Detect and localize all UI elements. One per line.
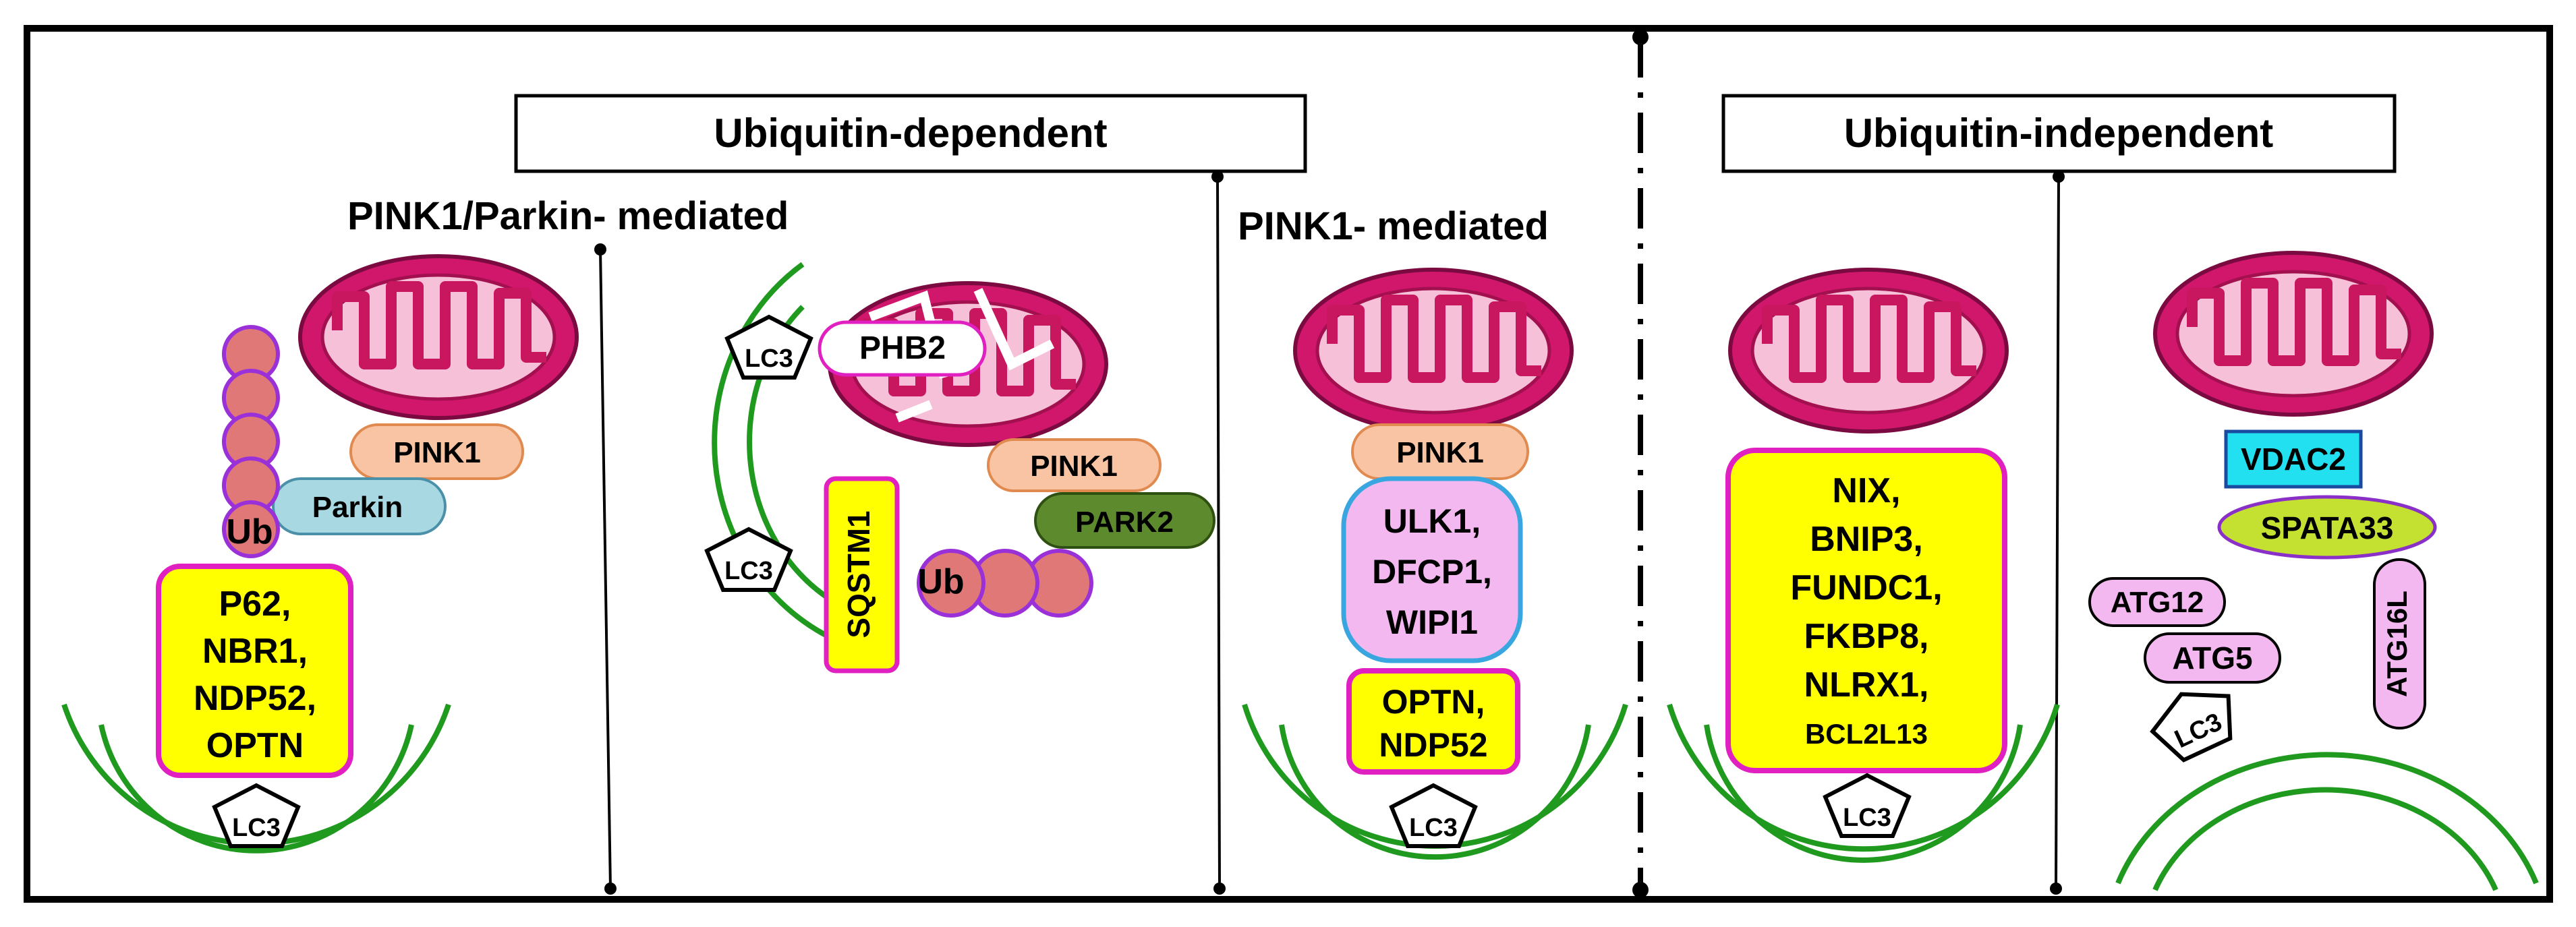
parkin-label: Parkin	[312, 491, 403, 524]
ulk1-complex	[1341, 476, 1523, 663]
atg12-label: ATG12	[2111, 586, 2204, 619]
subtitle-pink1: PINK1- mediated	[1238, 204, 1549, 248]
circle-icon	[917, 549, 985, 618]
mitochondrion-icon	[1730, 270, 2007, 431]
ub-label-2: Ub	[917, 562, 964, 601]
atg5-protein	[2144, 632, 2281, 684]
vdac2-protein	[2224, 429, 2363, 489]
receptor-0: P62,	[219, 585, 291, 624]
panel-divider-1	[599, 249, 612, 889]
spata33-protein	[2217, 495, 2437, 560]
subtitle-pink1-parkin: PINK1/Parkin- mediated	[347, 194, 789, 238]
receptor-1: NBR1,	[202, 632, 308, 671]
pink1-protein	[349, 423, 524, 480]
double-arc-icon	[2152, 787, 2498, 891]
header-box-dependent	[514, 94, 1307, 173]
pink1-protein	[987, 438, 1162, 492]
double-arc-icon	[712, 262, 878, 657]
receptor-3-1: NDP52	[1379, 726, 1487, 764]
sqstm1-receptor	[824, 476, 900, 674]
panel-pink1-parkin-receptor: LC3 PHB2 PINK1 PARK2 LC3 SQSTM1 Ub	[707, 262, 1215, 674]
atg16l-label: ATG16L	[2381, 591, 2413, 697]
atg16l-protein	[2373, 558, 2426, 729]
vdac2-label: VDAC2	[2241, 442, 2346, 477]
receptor-3-0: OPTN,	[1382, 683, 1485, 721]
panel-pink1-parkin: PINK1 Parkin Ub P62, NBR1, NDP52, OPTN L…	[61, 256, 577, 854]
lc3-label: LC3	[232, 814, 281, 842]
ub-label: Ub	[226, 512, 273, 551]
divider-dot-bottom	[1632, 882, 1649, 898]
pink1-label-2: PINK1	[1030, 450, 1118, 483]
receptor-3: OPTN	[206, 726, 304, 765]
receptor-4-5: BCL2L13	[1805, 718, 1928, 750]
header-box-independent	[1721, 94, 2397, 173]
double-arc-icon	[1667, 703, 2060, 852]
lc3-top-label: LC3	[745, 345, 793, 373]
pink1-label: PINK1	[393, 436, 481, 469]
header-ubiquitin-dependent: Ubiquitin-dependent	[714, 111, 1107, 156]
receptor-box	[1725, 448, 2007, 773]
receptor-4-1: BNIP3,	[1810, 520, 1923, 559]
divider-dot-top	[1632, 29, 1649, 45]
receptor-box	[1346, 668, 1520, 775]
mitochondrion-icon	[300, 256, 577, 418]
double-arc-icon	[1704, 724, 2023, 863]
ubiquitin-chain-2	[917, 549, 1093, 618]
ubiquitin-chain	[222, 325, 280, 558]
circle-icon	[222, 500, 280, 558]
complex-1: DFCP1,	[1372, 553, 1492, 591]
atg12-protein	[2088, 577, 2226, 627]
lc3-label-3: LC3	[1409, 814, 1458, 842]
pentagon-icon: LC3	[2150, 692, 2233, 762]
panel-pink1-mediated: PINK1 ULK1, DFCP1, WIPI1 OPTN, NDP52 LC3	[1242, 270, 1628, 860]
lc3-label-4: LC3	[1843, 804, 1891, 832]
spata33-label: SPATA33	[2261, 510, 2394, 545]
panel-divider-2	[1216, 176, 1221, 889]
lc3-bottom-label: LC3	[724, 557, 773, 585]
sqstm1-label: SQSTM1	[841, 510, 876, 638]
pink1-label-3: PINK1	[1396, 436, 1484, 469]
complex-0: ULK1,	[1383, 502, 1481, 540]
receptor-box	[156, 564, 353, 778]
header-ubiquitin-independent: Ubiquitin-independent	[1844, 111, 2274, 156]
receptor-4-2: FUNDC1,	[1790, 568, 1942, 607]
phb2-label: PHB2	[859, 330, 946, 366]
double-arc-icon	[2115, 752, 2539, 885]
mitochondrion-icon	[2155, 253, 2432, 415]
parkin-protein	[272, 477, 447, 535]
outer-frame	[24, 25, 2553, 903]
park2-protein	[1034, 492, 1215, 549]
atg5-label: ATG5	[2172, 640, 2252, 676]
phb2-protein	[818, 320, 987, 377]
receptor-4-3: FKBP8,	[1804, 617, 1929, 656]
panel-divider-3	[2055, 176, 2060, 889]
panel-lipid-mediated: VDAC2 SPATA33 ATG12 ATG5 ATG16L LC3	[2088, 253, 2539, 891]
receptor-2: NDP52,	[194, 679, 316, 718]
double-arc-icon	[98, 724, 414, 854]
park2-label: PARK2	[1075, 506, 1174, 539]
mitochondrion-icon	[1295, 270, 1572, 431]
panel-receptor-mediated: NIX, BNIP3, FUNDC1, FKBP8, NLRX1, BCL2L1…	[1667, 270, 2060, 863]
complex-2: WIPI1	[1386, 603, 1478, 641]
receptor-4-0: NIX,	[1832, 471, 1900, 510]
receptor-4-4: NLRX1,	[1804, 665, 1929, 705]
double-arc-icon	[1279, 724, 1591, 860]
